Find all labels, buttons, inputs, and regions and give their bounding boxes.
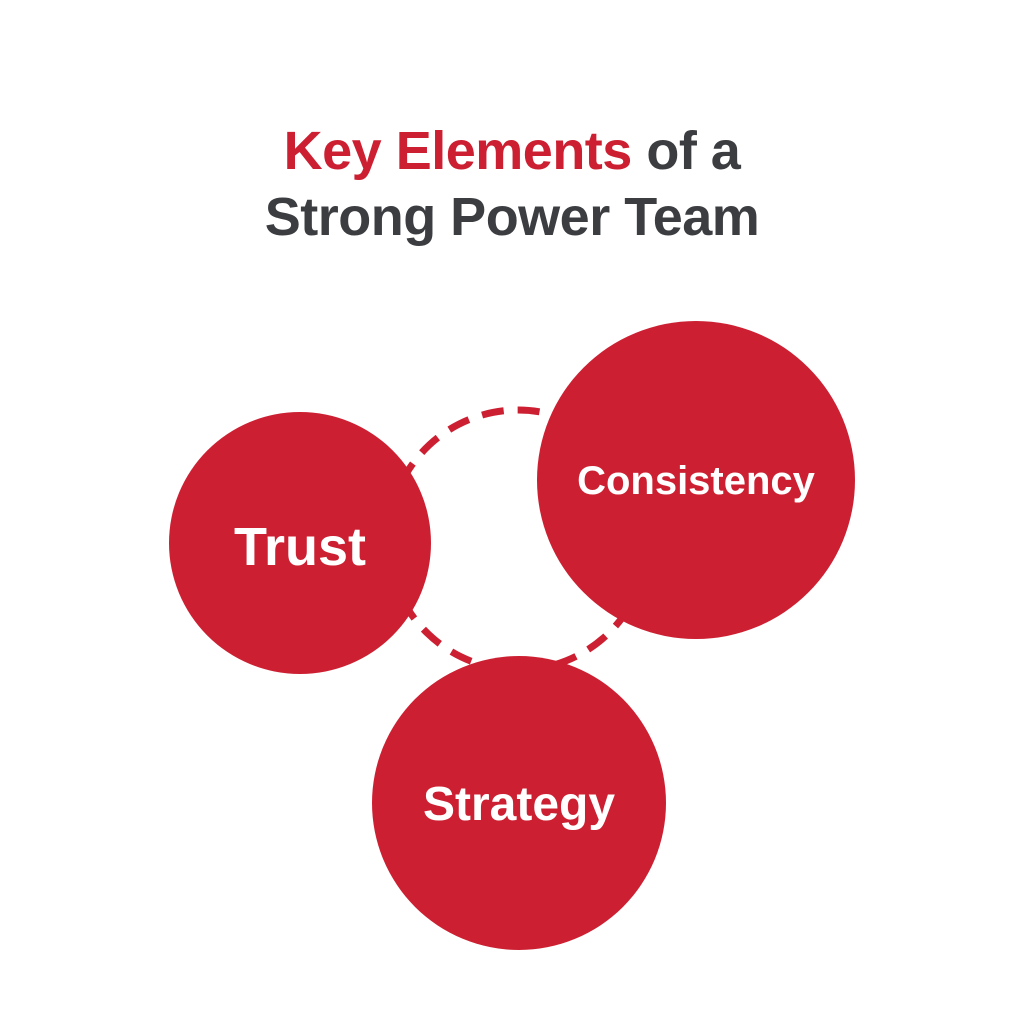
title-line-1: Key Elements of a [0, 118, 1024, 184]
node-strategy: Strategy [372, 656, 666, 950]
node-strategy-label: Strategy [423, 778, 615, 831]
node-consistency-circle [537, 321, 855, 639]
title-highlight: Key Elements [283, 121, 633, 181]
node-consistency: Consistency [537, 321, 855, 639]
node-trust-label: Trust [234, 517, 366, 577]
title-rest-line-1: of a [631, 121, 741, 181]
page-title: Key Elements of a Strong Power Team [0, 118, 1024, 250]
node-strategy-circle [372, 656, 666, 950]
node-trust-circle [169, 412, 431, 674]
node-consistency-label: Consistency [577, 459, 816, 503]
title-line-2: Strong Power Team [264, 187, 760, 247]
node-trust: Trust [169, 412, 431, 674]
